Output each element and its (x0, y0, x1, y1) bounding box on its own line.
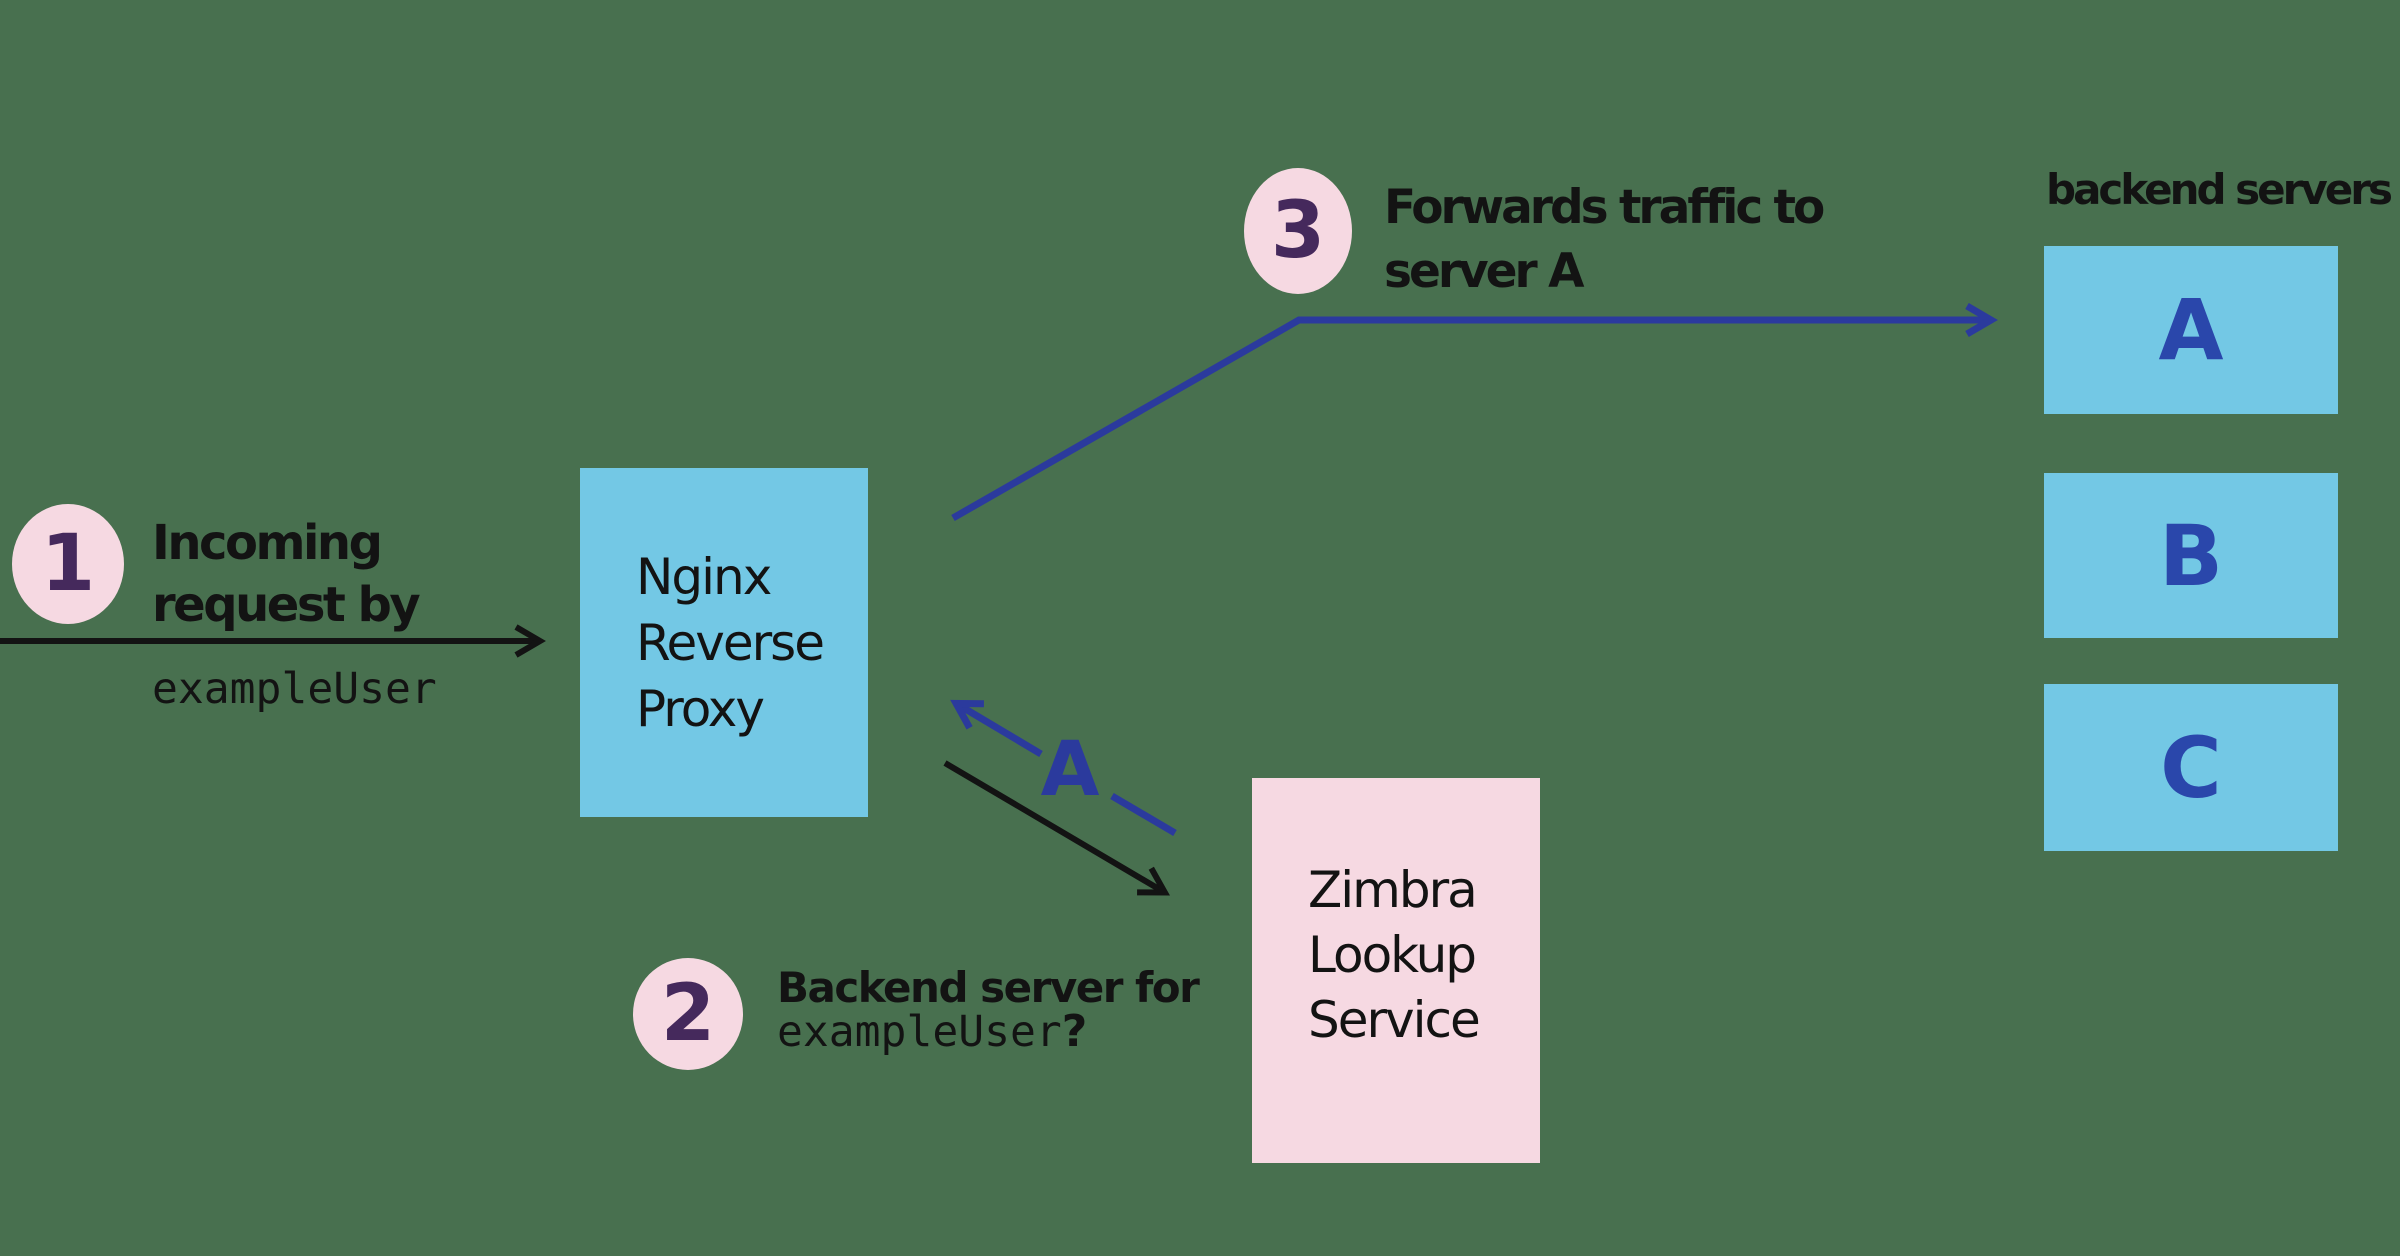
step1-badge: 1 (12, 504, 124, 624)
zimbra-box-line3: Service (1308, 991, 1481, 1049)
step2-title: Backend server for (777, 963, 1200, 1012)
nginx-reverse-proxy-box: Nginx Reverse Proxy (580, 468, 868, 817)
backend-server-box-c: C (2044, 684, 2338, 851)
step2-code-text: exampleUser (777, 1007, 1062, 1057)
lookup-request-arrow (943, 760, 1170, 896)
step1-title-line1: Incoming (152, 515, 383, 571)
zimbra-box-line2: Lookup (1308, 926, 1477, 984)
nginx-box-line2: Reverse (636, 613, 825, 672)
step2-question-mark: ? (1061, 1006, 1088, 1057)
step3-title-line1: Forwards traffic to (1384, 180, 1825, 235)
lookup-response-arrow-segment (1110, 792, 1177, 837)
step2-username-code: exampleUser? (777, 1006, 1087, 1057)
step1-title-line2: request by (152, 577, 421, 633)
nginx-box-line3: Proxy (636, 679, 765, 738)
backend-server-letter-a: A (2158, 281, 2224, 379)
step1-title: Incoming request by (152, 512, 421, 636)
step2-badge: 2 (633, 958, 743, 1070)
backend-server-letter-c: C (2160, 718, 2222, 817)
step3-badge: 3 (1244, 168, 1352, 294)
step1-number: 1 (40, 519, 96, 609)
zimbra-lookup-service-box: Zimbra Lookup Service (1252, 778, 1540, 1163)
backend-server-letter-b: B (2158, 506, 2224, 605)
step3-number: 3 (1270, 186, 1326, 276)
step1-username-code: exampleUser (152, 664, 437, 714)
backend-server-box-a: A (2044, 246, 2338, 414)
step3-title-line2: server A (1384, 244, 1584, 299)
backend-servers-heading: backend servers (2046, 165, 2393, 214)
backend-server-box-b: B (2044, 473, 2338, 638)
nginx-box-line1: Nginx (636, 547, 772, 606)
lookup-response-arrow (957, 704, 1043, 758)
zimbra-box-line1: Zimbra (1308, 861, 1478, 919)
step3-title: Forwards traffic to server A (1384, 176, 1825, 304)
response-server-letter-label: A (1040, 724, 1100, 813)
step2-number: 2 (660, 969, 716, 1059)
forward-to-server-a-arrow (951, 320, 1990, 522)
